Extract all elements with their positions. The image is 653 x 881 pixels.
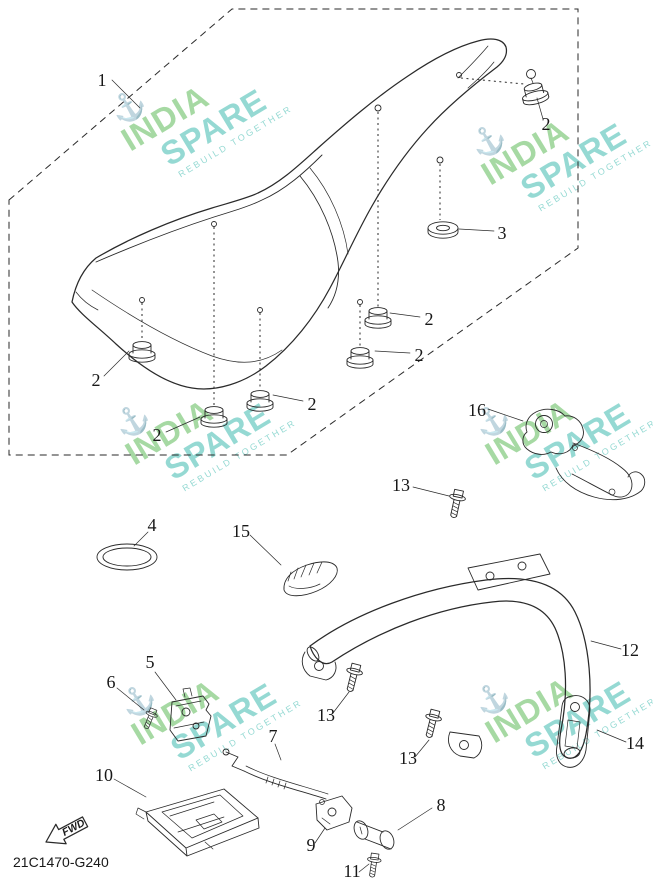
callout-1: 1 <box>98 70 107 90</box>
strap-bracket <box>556 695 591 768</box>
rear-carrier-bar <box>301 553 591 759</box>
washer <box>427 221 459 239</box>
callout-11: 11 <box>343 861 360 881</box>
callout-16: 16 <box>468 400 486 420</box>
callout-2-b: 2 <box>92 370 101 390</box>
callout-2-c: 2 <box>425 309 434 329</box>
callout-5: 5 <box>146 652 155 672</box>
rubber-damper <box>200 406 228 428</box>
fwd-arrow-label: FWD <box>60 817 87 839</box>
callout-2-d: 2 <box>415 345 424 365</box>
lock-cylinder <box>353 820 395 850</box>
callout-2-e: 2 <box>308 394 317 414</box>
flange-bolt <box>420 707 444 740</box>
callout-2-a: 2 <box>542 114 551 134</box>
callout-12: 12 <box>621 640 639 660</box>
callout-14: 14 <box>626 733 644 753</box>
rubber-damper <box>364 307 392 329</box>
o-ring <box>96 543 158 571</box>
hinge-bracket <box>169 687 212 742</box>
rubber-damper <box>246 390 274 412</box>
under-seat-tray <box>135 788 260 857</box>
rubber-damper-with-pin <box>519 69 551 108</box>
lock-bracket <box>315 795 353 831</box>
callout-9: 9 <box>307 835 316 855</box>
callout-13-c: 13 <box>399 748 417 768</box>
callout-8: 8 <box>437 795 446 815</box>
callout-3: 3 <box>498 223 507 243</box>
flange-bolt <box>341 661 365 694</box>
callout-4: 4 <box>148 515 157 535</box>
flange-bolt <box>445 488 468 520</box>
callout-leader-lines <box>103 79 627 873</box>
callout-2-f: 2 <box>153 425 162 445</box>
seat-illustration <box>71 38 525 406</box>
callout-7: 7 <box>269 726 278 746</box>
callout-6: 6 <box>107 672 116 692</box>
rubber-pad <box>283 561 338 597</box>
callout-13-b: 13 <box>317 705 335 725</box>
rubber-damper <box>346 347 374 369</box>
screw <box>140 706 160 732</box>
seat-lock-cable <box>222 748 329 800</box>
fwd-arrow: FWD <box>45 816 89 845</box>
callout-13-a: 13 <box>392 475 410 495</box>
callout-10: 10 <box>95 765 113 785</box>
part-code: 21C1470-G240 <box>13 854 109 870</box>
callout-15: 15 <box>232 521 250 541</box>
seat-lock-striker-assembly <box>522 408 646 501</box>
seat-group-dashed-outline <box>8 8 579 456</box>
